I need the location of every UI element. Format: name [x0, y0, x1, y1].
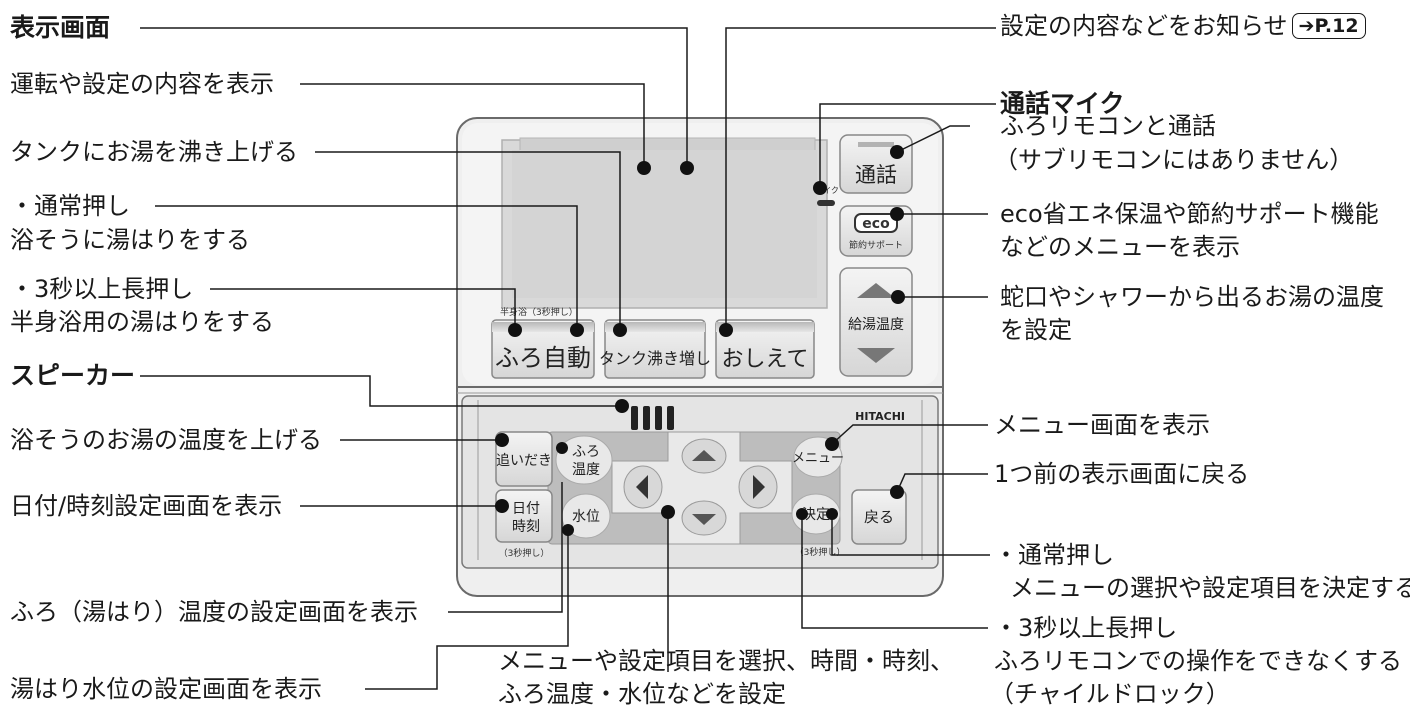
label-raise-temp: 浴そうのお湯の温度を上げる	[10, 426, 322, 454]
furo-auto-label: ふろ自動	[495, 344, 591, 372]
up-arrow-icon	[692, 450, 716, 461]
back-button-label: 戻る	[864, 508, 894, 526]
right-arrow-icon	[753, 475, 765, 499]
speaker-grille	[631, 406, 674, 430]
oidaki-label: 追いだき	[496, 453, 552, 469]
label-date-time: 日付/時刻設定画面を表示	[10, 492, 283, 520]
label-back: 1つ前の表示画面に戻る	[994, 460, 1250, 488]
supply-temp-label: 給湯温度	[848, 316, 904, 333]
supply-down-arrow-icon[interactable]	[857, 348, 895, 363]
decide-button[interactable]: 決定	[791, 493, 841, 535]
dpad-left-button[interactable]	[623, 465, 663, 509]
label-lock-1: ふろリモコンでの操作をできなくする	[994, 647, 1402, 675]
label-long-press-2: ・3秒以上長押し	[994, 614, 1178, 642]
call-button[interactable]: 通話	[839, 134, 913, 194]
label-speaker: スピーカー	[10, 361, 136, 390]
label-decide: メニューの選択や設定項目を決定する	[1010, 574, 1410, 602]
brand-logo: HITACHI	[855, 410, 905, 423]
label-show-contents: 運転や設定の内容を表示	[10, 70, 274, 98]
leader-lines	[140, 27, 996, 690]
supply-up-arrow-icon[interactable]	[857, 283, 895, 298]
label-eco-2: などのメニューを表示	[1000, 233, 1240, 261]
water-level-label: 水位	[572, 509, 600, 525]
oshiete-button[interactable]: おしえて	[715, 319, 815, 379]
dpad-right-button[interactable]	[738, 465, 778, 509]
label-half-bath: 半身浴用の湯はりをする	[10, 308, 274, 336]
label-notify: 設定の内容などをお知らせ➔P.12	[1000, 10, 1366, 42]
furo-temp-button[interactable]: ふろ 温度	[555, 435, 613, 485]
oshiete-label: おしえて	[722, 347, 809, 372]
eco-sub-label: 節約サポート	[849, 239, 903, 251]
callout-dots	[495, 145, 905, 536]
mic-label: マイク	[815, 186, 839, 195]
label-supply-2: を設定	[1000, 316, 1072, 344]
down-arrow-icon	[692, 514, 716, 525]
label-display: 表示画面	[10, 13, 111, 42]
label-call-2: （サブリモコンにはありません）	[994, 146, 1354, 174]
label-long-press-1: ・3秒以上長押し	[10, 275, 194, 303]
decide-button-label: 決定	[802, 507, 830, 523]
supply-temp-button[interactable]: 給湯温度	[839, 267, 913, 377]
label-tank-boil: タンクにお湯を沸き上げる	[10, 138, 298, 166]
label-dpad-2: ふろ温度・水位などを設定	[498, 680, 786, 708]
label-notify-text: 設定の内容などをお知らせ	[1000, 12, 1288, 40]
left-arrow-icon	[636, 475, 648, 499]
label-menu: メニュー画面を表示	[994, 411, 1210, 439]
oidaki-button[interactable]: 追いだき	[495, 431, 553, 487]
label-eco-1: eco省エネ保温や節約サポート機能	[1000, 200, 1379, 228]
label-call-1: ふろリモコンと通話	[1000, 112, 1216, 140]
eco-logo: eco	[862, 216, 890, 232]
label-dpad-1: メニューや設定項目を選択、時間・時刻、	[498, 647, 954, 675]
label-supply-1: 蛇口やシャワーから出るお湯の温度	[1000, 283, 1384, 311]
label-fill-tub: 浴そうに湯はりをする	[10, 226, 250, 254]
label-normal-press-1: ・通常押し	[10, 192, 130, 220]
label-mic: 通話マイク	[1000, 89, 1125, 118]
furo-temp-label-1: ふろ	[572, 444, 600, 460]
page-ref-badge: ➔P.12	[1291, 13, 1366, 39]
date-time-label-1: 日付	[512, 501, 540, 517]
dpad-frame	[547, 431, 841, 545]
date-time-note: （3秒押し）	[499, 547, 550, 559]
label-lock-2: （チャイルドロック）	[990, 680, 1230, 708]
tank-boost-button[interactable]: タンク沸き増し	[599, 319, 711, 379]
date-time-button[interactable]: 日付 時刻	[495, 489, 553, 543]
dpad-up-button[interactable]	[681, 438, 727, 474]
mic: マイク	[815, 186, 839, 206]
display-screen	[501, 137, 828, 309]
furo-temp-label-2: 温度	[572, 462, 600, 478]
half-bath-note: 半身浴（3秒押し）	[500, 306, 578, 318]
dpad-down-button[interactable]	[681, 500, 727, 536]
water-level-button[interactable]: 水位	[561, 493, 611, 539]
date-time-label-2: 時刻	[512, 519, 540, 535]
menu-button-label: メニュー	[792, 451, 844, 466]
tank-boost-label: タンク沸き増し	[599, 349, 711, 368]
label-normal-press-2: ・通常押し	[994, 541, 1114, 569]
back-button[interactable]: 戻る	[851, 489, 907, 545]
label-bath-temp: ふろ（湯はり）温度の設定画面を表示	[10, 598, 418, 626]
call-button-label: 通話	[855, 163, 897, 187]
label-water-level: 湯はり水位の設定画面を表示	[10, 675, 322, 703]
